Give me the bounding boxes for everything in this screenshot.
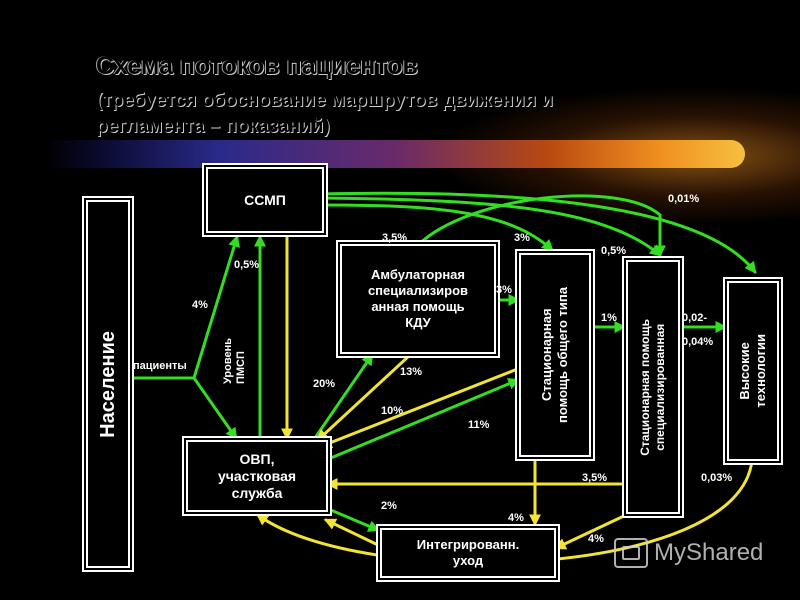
- label-0-03pct: 0,03%: [701, 472, 733, 484]
- statspec-line1: Стационарная помощь: [638, 318, 652, 456]
- population-box: Население: [84, 198, 132, 570]
- arrow-ovp-to-integr: [324, 506, 381, 532]
- ht-line2: технологии: [753, 334, 768, 408]
- stationary-general-box: Стационарная помощь общего типа: [517, 251, 593, 459]
- amb-line2: специализиров: [367, 283, 469, 298]
- population-label: Население: [96, 330, 119, 438]
- ht-line1: Высокие: [737, 342, 752, 400]
- arrow-ovp-to-statgen: [324, 378, 521, 462]
- label-10pct: 10%: [381, 405, 404, 417]
- label-0-5pct-statspec: 0,5%: [601, 245, 627, 257]
- label-3-5pct-amb: 3,5%: [382, 232, 408, 244]
- ambulatory-box: Амбулаторная специализиров анная помощь …: [338, 242, 498, 356]
- arrow-statspec-to-integr: [553, 513, 628, 550]
- slide-subtitle-line2: регламента – показаний): [96, 116, 330, 137]
- arrow-ssmp-to-statspec: [320, 196, 662, 257]
- statspec-line2: специализированная: [653, 323, 667, 451]
- label-0-02pct: 0,02-: [682, 312, 708, 324]
- label-4pct-statgen-integr: 4%: [508, 512, 524, 524]
- amb-line4: КДУ: [405, 315, 431, 330]
- ssmp-label: ССМП: [244, 192, 286, 208]
- integr-line1: Интегрированн.: [416, 537, 520, 552]
- label-0-01pct: 0,01%: [668, 193, 700, 205]
- label-20pct: 20%: [313, 378, 336, 390]
- ovp-line1: ОВП,: [239, 450, 275, 467]
- label-0-5pct-ssmp: 0,5%: [234, 259, 260, 271]
- label-1pct: 1%: [601, 312, 617, 324]
- ovp-line2: участковая: [217, 467, 297, 484]
- label-3pct-ssmp-statgen: 3%: [514, 232, 530, 244]
- amb-line3: анная помощь: [371, 299, 465, 314]
- arrow-ssmp-to-ht: [320, 191, 757, 274]
- label-patients: пациенты: [133, 360, 187, 372]
- pmsp-line1: Уровень: [222, 338, 234, 385]
- statgen-text: Стационарная помощь общего типа: [539, 287, 571, 423]
- label-3-5pct-statspec-ovp: 3,5%: [582, 472, 608, 484]
- ovp-line3: служба: [231, 484, 283, 501]
- arrow-integr-to-ovp: [323, 518, 380, 547]
- arrow-ovp-to-amb: [313, 353, 374, 440]
- label-11pct: 11%: [468, 419, 490, 431]
- label-13pct: 13%: [400, 366, 423, 378]
- label-2pct: 2%: [381, 500, 397, 512]
- integr-line2: уход: [452, 553, 484, 568]
- label-4pct-statspec-integr: 4%: [588, 533, 604, 545]
- myshared-watermark: MyShared: [614, 538, 763, 568]
- ovp-box: ОВП, участковая служба: [184, 438, 330, 514]
- statspec-text: Стационарная помощь специализированная: [638, 319, 668, 456]
- label-3pct-amb-statgen: 3%: [496, 284, 512, 296]
- slide-title: Схема потоков пациентов: [96, 52, 418, 80]
- arrow-ssmp-to-statgen: [320, 203, 554, 252]
- arrow-pop-to-ssmp: [192, 234, 240, 380]
- pmsp-level-label: Уровень ПМСП: [222, 338, 248, 384]
- pmsp-line2: ПМСП: [235, 351, 247, 385]
- amb-line1: Амбулаторная: [371, 267, 465, 282]
- ht-text: Высокие технологии: [737, 334, 769, 408]
- label-0-04pct: 0,04%: [682, 336, 714, 348]
- slide-subtitle-line1: (требуется обоснование маршрутов движени…: [96, 90, 554, 111]
- ssmp-box: ССМП: [204, 165, 326, 235]
- arrow-amb-to-statspec: [416, 194, 666, 258]
- presentation-icon: [614, 538, 648, 568]
- arrow-pop-to-ovp: [192, 376, 238, 440]
- stationary-special-box: Стационарная помощь специализированная: [624, 258, 682, 516]
- statgen-line1: Стационарная: [539, 308, 554, 402]
- arrow-statgen-to-ovp: [319, 366, 522, 449]
- arrow-amb-to-ovp: [316, 353, 412, 442]
- integrated-care-box: Интегрированн. уход: [378, 526, 558, 580]
- statgen-line2: помощь общего типа: [555, 287, 570, 423]
- high-tech-box: Высокие технологии: [725, 279, 781, 463]
- watermark-text: MyShared: [654, 539, 764, 566]
- label-4pct-pop-ssmp: 4%: [192, 299, 208, 311]
- gradient-band: [45, 140, 745, 168]
